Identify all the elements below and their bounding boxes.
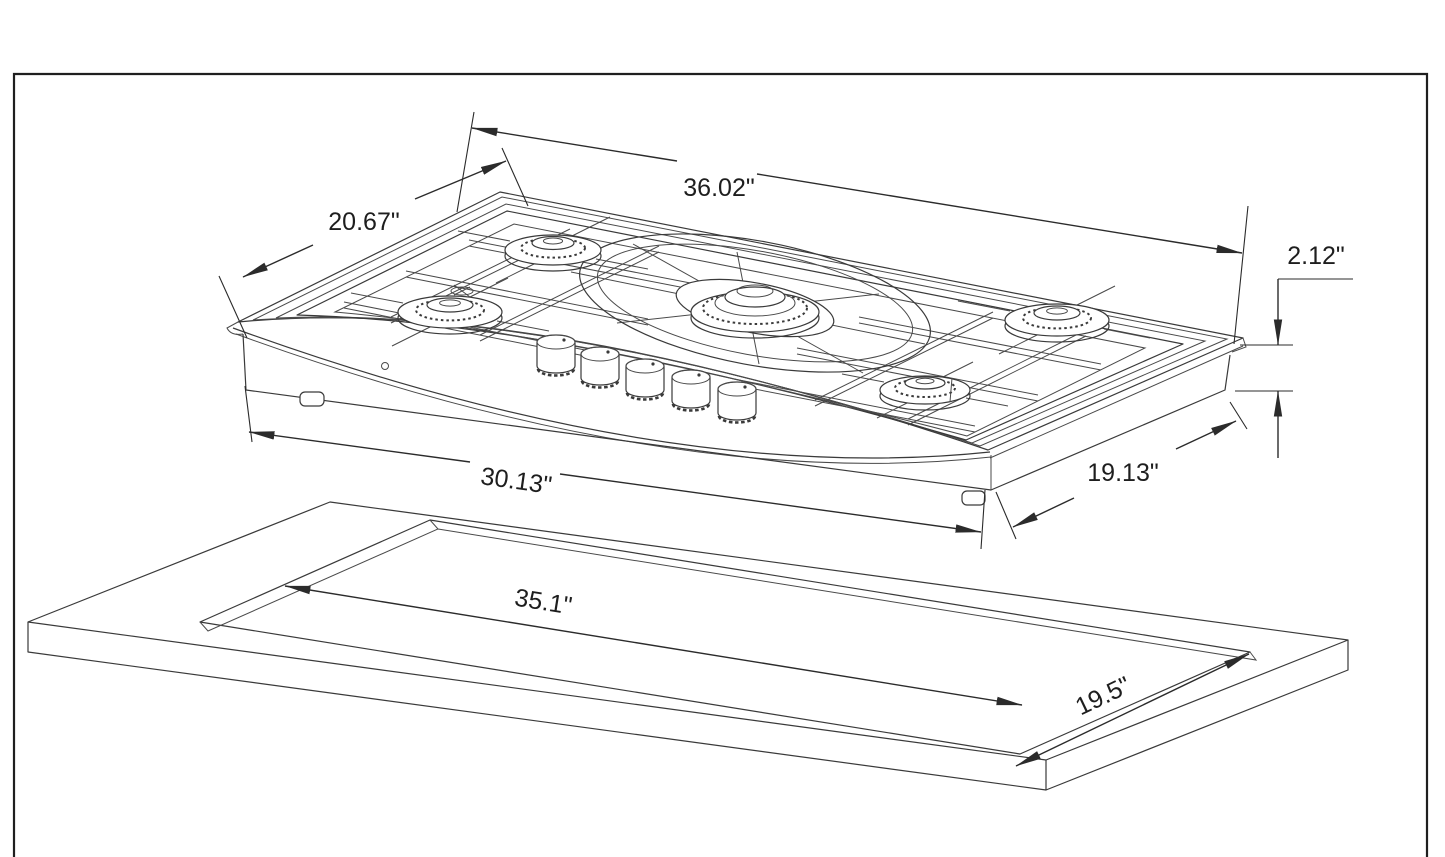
knob (671, 369, 711, 412)
knob (625, 358, 665, 401)
dim-label-top-depth: 20.67" (328, 208, 399, 236)
burner-center (915, 377, 935, 385)
front-curve-upper (232, 327, 991, 459)
grate-bar (814, 311, 994, 407)
ring-outer (579, 233, 931, 373)
burner-left-back (457, 216, 649, 284)
dimension-line (1175, 420, 1237, 450)
burner-right-front (841, 361, 1009, 419)
front-curve-lower (235, 333, 992, 464)
dim-top-depth: 20.67" (218, 147, 529, 339)
dim-base-width: 30.13" (244, 385, 986, 550)
grate-bar (907, 329, 1087, 426)
burner-cap (426, 297, 474, 313)
dim-base-depth: 19.13" (995, 401, 1248, 540)
dimension-line (559, 473, 982, 533)
dim-label-body-height: 2.12" (1287, 242, 1345, 270)
dimension-line (284, 585, 1023, 706)
ring-inner (596, 243, 914, 363)
extension-line (995, 401, 1248, 540)
extension-line (1235, 278, 1353, 392)
igniter (949, 377, 953, 403)
extension-line (218, 147, 529, 339)
knob (717, 381, 757, 424)
burner-cap (531, 235, 575, 251)
dimension-line (248, 431, 471, 463)
grate-finger (457, 216, 649, 284)
rim-underside (989, 345, 1244, 459)
dim-label-cutout-length: 35.1" (513, 584, 574, 621)
dimension-line (471, 127, 678, 162)
control-knobs (536, 334, 757, 424)
dim-label-base-width: 30.13" (479, 462, 554, 500)
burner-left-front (350, 277, 550, 347)
burner-center (690, 284, 820, 339)
grate-bar (405, 270, 649, 326)
foot-left (299, 391, 325, 407)
dim-cutout-length: 35.1" (284, 584, 1023, 706)
grate-finger (841, 361, 1009, 419)
dim-top-width: 36.02" (456, 111, 1249, 345)
dimensions: 36.02" 20.67" 2.12" 30.13" 19.13" (218, 111, 1353, 767)
screw-hole (381, 362, 389, 370)
extension-line (456, 111, 1249, 345)
dim-label-base-depth: 19.13" (1087, 459, 1158, 487)
grate-bar (733, 378, 976, 433)
dim-cutout-width: 19.5" (1015, 653, 1250, 767)
burners (350, 216, 1151, 419)
grate-finger (957, 285, 1151, 355)
rim-left-lip (226, 321, 244, 335)
dimension-line (414, 160, 507, 200)
extension-line (244, 385, 986, 550)
burner-cap (904, 376, 946, 390)
drawing-border (12, 72, 1429, 857)
grate-bar (858, 316, 1102, 371)
countertop-drawing (27, 501, 1349, 791)
grate-finger (350, 277, 550, 347)
cutout-inner-walls (199, 519, 1258, 661)
rim-right-lip (1231, 337, 1247, 353)
burner-center (542, 237, 564, 245)
igniter (450, 284, 474, 298)
dim-body-height: 2.12" (1235, 242, 1353, 458)
countertop-thickness (27, 622, 1349, 791)
grate-bar (479, 245, 660, 342)
countertop-top-face (27, 501, 1349, 761)
burner-center (1046, 307, 1068, 315)
cooktop-drawing (226, 191, 1247, 506)
burner-center (439, 299, 461, 307)
knob (580, 346, 620, 389)
burner-right-back (957, 285, 1151, 355)
burner-top-cap (736, 284, 774, 298)
dim-label-top-width: 36.02" (683, 174, 754, 202)
dimension-line (756, 173, 1243, 254)
burner-ports (894, 378, 956, 398)
grate-frame-outer (296, 210, 1184, 441)
foot-right (961, 490, 986, 506)
knob (536, 334, 576, 377)
dimension-line (1012, 497, 1075, 528)
dimension-line (242, 244, 314, 278)
dimension-line (1015, 653, 1250, 767)
burner-cap (1033, 305, 1081, 321)
